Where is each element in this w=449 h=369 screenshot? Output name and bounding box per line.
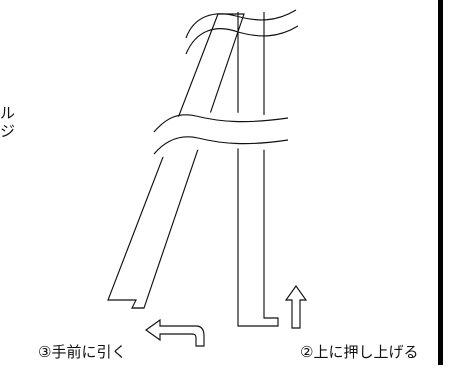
- tilted-panel-outline: [107, 13, 245, 309]
- break-top-line-2: [185, 25, 299, 55]
- wavy-break-top-icon: [185, 9, 299, 55]
- break-top-line-1: [185, 9, 297, 39]
- step3-label: ③手前に引く: [38, 343, 127, 361]
- wavy-break-lower-icon: [153, 114, 289, 155]
- upright-panel-outline: [237, 12, 279, 327]
- tilted-panel: [107, 13, 245, 309]
- upright-panel: [237, 12, 279, 327]
- step2-label: ②上に押し上げる: [300, 343, 419, 361]
- break-lower-line-1: [153, 114, 289, 133]
- up-arrow-icon: [284, 285, 308, 329]
- partial-label-line2: ジ: [0, 122, 16, 140]
- frame-right-border: [438, 0, 443, 365]
- break-mask-lower: [150, 112, 290, 162]
- curved-left-arrow-icon: [145, 318, 205, 347]
- curved-left-arrow-shape: [145, 318, 205, 347]
- partial-label-line1: ル: [0, 104, 16, 122]
- up-arrow-shape: [284, 285, 308, 329]
- break-lower-line-2: [153, 136, 289, 155]
